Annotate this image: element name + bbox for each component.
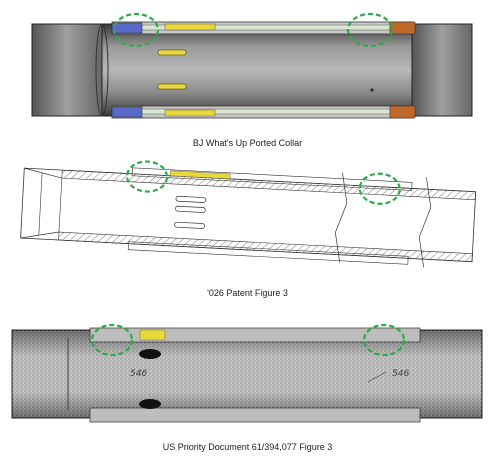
top-wall — [61, 169, 476, 201]
port-slot — [174, 221, 205, 229]
break-line — [334, 172, 348, 263]
port-dark — [139, 349, 161, 359]
port-slot — [175, 195, 207, 203]
figure-priority-document: 546 546 US Priority Document 61/394,077 … — [0, 318, 495, 464]
figure-patent-drawing: '026 Patent Figure 3 — [0, 158, 495, 298]
top-yellow-port — [164, 23, 216, 31]
bottom-sleeve — [89, 407, 421, 423]
priority-document-drawing: 546 546 — [11, 323, 483, 423]
port-slot — [175, 205, 206, 213]
top-sleeve — [89, 327, 421, 343]
label-546-right: 546 — [392, 369, 409, 379]
highlight-circle-right — [346, 12, 394, 48]
highlight-circle-left — [112, 12, 160, 48]
bottom-blue-seal — [111, 106, 143, 118]
figure-caption: US Priority Document 61/394,077 Figure 3 — [162, 442, 333, 452]
break-line — [418, 177, 432, 268]
highlight-circle-right — [362, 323, 406, 357]
highlight-circle-right — [358, 172, 401, 205]
port-slot — [157, 83, 187, 90]
top-orange-seal — [389, 21, 416, 35]
bottom-wall — [58, 231, 473, 262]
patent-line-drawing — [20, 160, 477, 268]
bottom-yellow-port — [164, 109, 216, 117]
highlight-circle-left — [125, 160, 169, 193]
bottom-orange-seal — [389, 105, 416, 119]
top-yellow-sleeve — [169, 170, 231, 180]
figure-caption: '026 Patent Figure 3 — [207, 288, 288, 298]
collar-right-end — [411, 23, 473, 117]
port-slot — [157, 49, 187, 56]
figure-caption: BJ What's Up Ported Collar — [192, 138, 303, 148]
port-dark — [139, 399, 161, 409]
collar-left-end — [31, 23, 103, 117]
collar-body — [31, 23, 473, 117]
top-blue-seal — [111, 22, 143, 34]
ported-collar-drawing — [31, 12, 473, 119]
figure-ported-collar: BJ What's Up Ported Collar — [0, 0, 495, 148]
highlight-circle-left — [90, 323, 134, 357]
label-546-left: 546 — [130, 369, 147, 379]
